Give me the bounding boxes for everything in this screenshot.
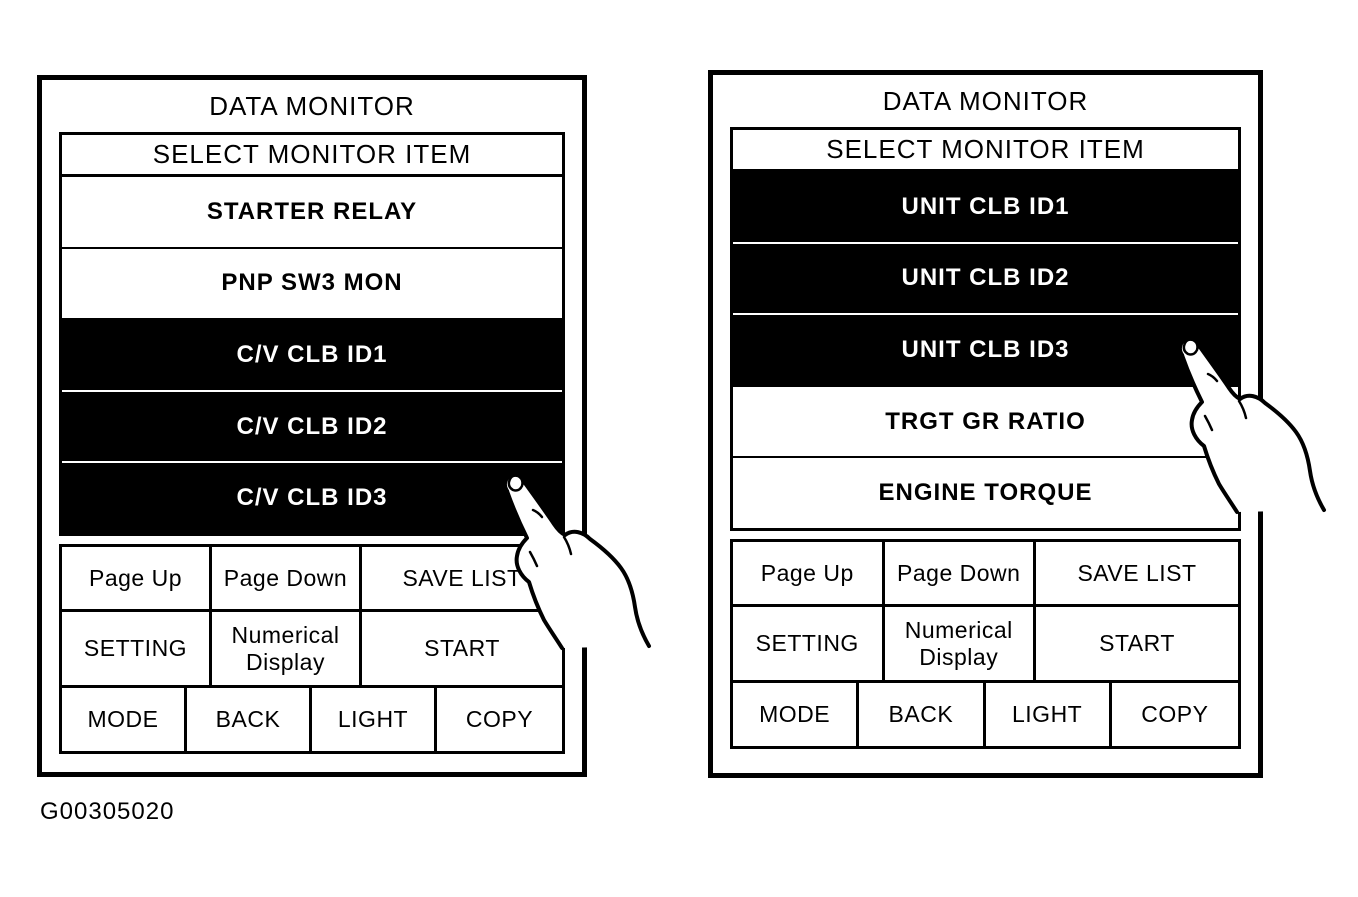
start-button[interactable]: START [1099,630,1175,657]
save-list-button[interactable]: SAVE LIST [402,564,522,591]
figure-id-caption: G00305020 [40,798,175,825]
list-item-cv-clb-id2[interactable]: C/V CLB ID2 [62,389,562,462]
list-item-unit-clb-id2[interactable]: UNIT CLB ID2 [733,241,1238,314]
page-up-button[interactable]: Page Up [62,547,212,609]
pointing-hand-icon [1177,335,1326,514]
page-title: DATA MONITOR [882,85,1089,116]
list-body: STARTER RELAY PNP SW3 MON C/V CLB ID1 C/… [62,177,562,533]
copy-button[interactable]: COPY [1141,701,1209,728]
list-item-cv-clb-id3[interactable]: C/V CLB ID3 [62,461,562,533]
start-button[interactable]: START [424,635,500,662]
light-button[interactable]: LIGHT [986,683,1112,746]
light-button[interactable]: LIGHT [312,688,437,751]
list-item-unit-clb-id3[interactable]: UNIT CLB ID3 [733,313,1238,385]
list-item-unit-clb-id1[interactable]: UNIT CLB ID1 [733,172,1238,242]
monitor-item-list: SELECT MONITOR ITEM STARTER RELAY PNP SW… [59,132,565,536]
list-item-starter-relay[interactable]: STARTER RELAY [62,177,562,247]
mode-button[interactable]: MODE [733,683,860,746]
numerical-display-button[interactable]: Numerical Display [885,607,1036,680]
mode-button[interactable]: MODE [62,688,187,751]
list-item-trgt-gr-ratio[interactable]: TRGT GR RATIO [733,384,1238,457]
page-down-button[interactable]: Page Down [212,547,362,609]
button-grid: Page Up Page Down SAVE LIST SETTING Nume… [59,544,565,754]
monitor-item-list: SELECT MONITOR ITEM UNIT CLB ID1 UNIT CL… [730,127,1241,531]
list-header: SELECT MONITOR ITEM [733,130,1238,172]
list-item-engine-torque[interactable]: ENGINE TORQUE [733,456,1238,528]
setting-button[interactable]: SETTING [733,607,885,680]
data-monitor-screen-2: DATA MONITOR SELECT MONITOR ITEM UNIT CL… [708,70,1263,778]
page-up-button[interactable]: Page Up [733,542,885,604]
back-button[interactable]: BACK [859,683,986,746]
numerical-display-button[interactable]: Numerical Display [212,612,362,685]
save-list-button[interactable]: SAVE LIST [1077,559,1197,586]
data-monitor-screen-1: DATA MONITOR SELECT MONITOR ITEM STARTER… [37,75,587,777]
setting-button[interactable]: SETTING [62,612,212,685]
copy-button[interactable]: COPY [465,706,534,733]
back-button[interactable]: BACK [187,688,312,751]
page-down-button[interactable]: Page Down [885,542,1036,604]
list-body: UNIT CLB ID1 UNIT CLB ID2 UNIT CLB ID3 T… [733,172,1238,528]
pointing-hand-icon [502,471,651,650]
list-item-pnp-sw3-mon[interactable]: PNP SW3 MON [62,246,562,319]
page-title: DATA MONITOR [209,90,415,121]
button-grid: Page Up Page Down SAVE LIST SETTING Nume… [730,539,1241,749]
list-header: SELECT MONITOR ITEM [62,135,562,177]
list-item-cv-clb-id1[interactable]: C/V CLB ID1 [62,318,562,390]
